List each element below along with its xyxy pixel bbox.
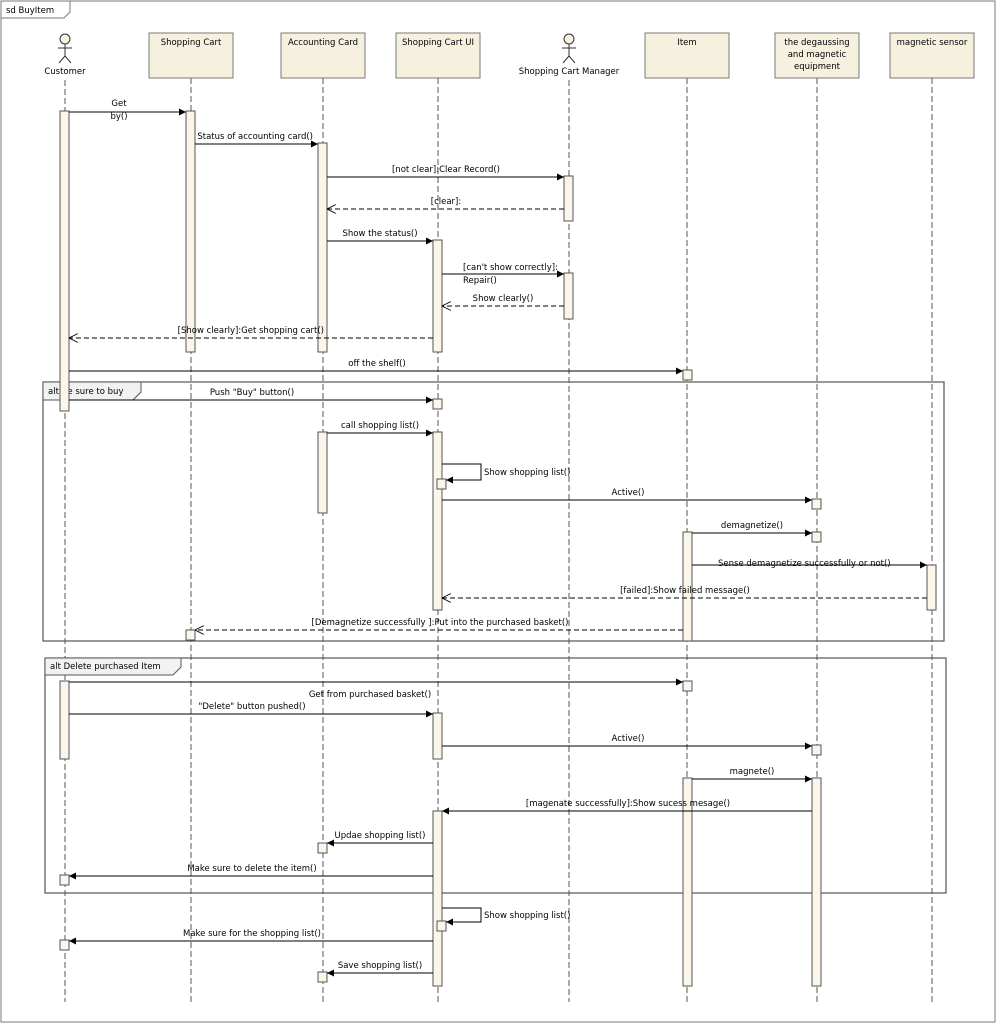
message-label: Active() [612,734,645,744]
lifeline-label: Shopping Cart Manager [519,67,620,77]
lifeline-label-line-3: equipment [794,62,841,72]
message-label-line-1: [can't show correctly]: [463,263,558,273]
lifeline-label: Shopping Cart [161,38,222,48]
message-make-sure-to-delete: Make sure to delete the item() [69,864,433,880]
lifeline-label: magnetic sensor [897,38,968,48]
activation-bars [59,110,937,987]
message-label: [Show clearly]:Get shopping cart() [178,326,324,336]
lifeline-shopping-cart-manager: Shopping Cart Manager [519,33,620,77]
diagram-title: sd BuyItem [6,6,54,16]
message-sense-demagnetize: Sense demagnetize successfully or not() [692,559,927,569]
message-repair: [can't show correctly]: Repair() [442,263,564,286]
message-get-by: Get by() [69,99,186,122]
diagram-title-tab [1,1,71,19]
lifeline-degaussing-equipment: the degaussing and magnetic equipment [774,32,860,79]
message-make-sure-for-shopping-list: Make sure for the shopping list() [69,929,433,945]
message-put-into-purchased-basket-return: [Demagnetize successfully ]:Put into the… [195,618,683,630]
message-push-buy-button: Push "Buy" button() [69,388,433,404]
message-label-line-1: Get [111,99,127,109]
lifeline-item: Item [644,32,730,79]
message-label: Show clearly() [473,294,534,304]
lifeline-shopping-cart: Shopping Cart [148,32,234,79]
message-save-shopping-list: Save shopping list() [327,961,433,977]
message-demagnetize: demagnetize() [692,521,812,537]
message-label: Active() [612,488,645,498]
message-label: Make sure to delete the item() [187,864,316,874]
lifeline-label: Item [677,38,696,48]
lifeline-label: Accounting Card [288,38,358,48]
message-show-success-message: [magenate successfully]:Show sucess mesa… [442,799,812,815]
lifeline-label: Shopping Cart UI [402,38,474,48]
message-label: Sense demagnetize successfully or not() [718,559,891,569]
message-show-shopping-list-self: Show shopping list() [442,463,570,484]
message-show-the-status: Show the status() [327,229,433,245]
message-active: Active() [442,488,812,504]
fragment-delete-purchased-item: alt Delete purchased Item [44,657,947,894]
message-show-shopping-list-self-2: Show shopping list() [442,907,570,926]
lifeline-label-line-2: and magnetic [788,50,847,60]
message-show-failed-message-return: [failed]:Show failed message() [442,586,927,598]
message-label: Show the status() [342,229,417,239]
message-clear-record: [not clear]:Clear Record() [327,165,564,181]
message-label: Get from purchased basket() [309,690,431,700]
message-label: [magenate successfully]:Show sucess mesa… [526,799,730,809]
message-label: [Demagnetize successfully ]:Put into the… [312,618,569,628]
fragment-be-sure-to-buy: alt Be sure to buy [42,381,945,642]
message-label: Status of accounting card() [197,132,313,142]
actor-icon [58,33,72,64]
message-label: off the shelf() [348,359,405,369]
message-label: Updae shopping list() [335,831,426,841]
message-label: [failed]:Show failed message() [620,586,750,596]
message-get-shopping-cart-return: [Show clearly]:Get shopping cart() [69,326,433,338]
message-status-of-accounting-card: Status of accounting card() [195,132,318,148]
message-show-clearly-return: Show clearly() [442,294,564,306]
message-off-the-shelf: off the shelf() [69,359,683,375]
message-label: demagnetize() [721,521,783,531]
message-label: Make sure for the shopping list() [183,929,321,939]
message-get-from-purchased-basket: Get from purchased basket() [69,678,683,700]
message-label: magnete() [730,767,775,777]
message-label-line-2: by() [110,112,127,122]
message-label: [clear]: [431,197,461,207]
message-label: Push "Buy" button() [210,388,294,398]
message-label: call shopping list() [341,421,419,431]
message-delete-button-pushed: "Delete" button pushed() [69,702,433,718]
lifeline-label-line-1: the degaussing [784,38,849,48]
message-clear-return: [clear]: [327,197,564,209]
message-update-shopping-list: Updae shopping list() [327,831,433,847]
lifeline-customer: Customer [44,33,86,77]
message-label-line-2: Repair() [463,276,497,286]
lifeline-label: Customer [44,67,86,77]
message-call-shopping-list: call shopping list() [327,421,433,437]
message-label: Show shopping list() [484,468,570,478]
lifeline-shopping-cart-ui: Shopping Cart UI [395,32,481,79]
lifeline-magnetic-sensor: magnetic sensor [889,32,975,79]
message-label: Save shopping list() [338,961,422,971]
message-label: Show shopping list() [484,911,570,921]
message-label: "Delete" button pushed() [198,702,305,712]
message-magnete: magnete() [692,767,812,783]
actor-icon [562,33,576,64]
fragment-label: alt Be sure to buy [48,387,123,397]
lifeline-accounting-card: Accounting Card [280,32,366,79]
fragment-label: alt Delete purchased Item [50,662,161,672]
message-active-2: Active() [442,734,812,750]
message-label: [not clear]:Clear Record() [392,165,500,175]
